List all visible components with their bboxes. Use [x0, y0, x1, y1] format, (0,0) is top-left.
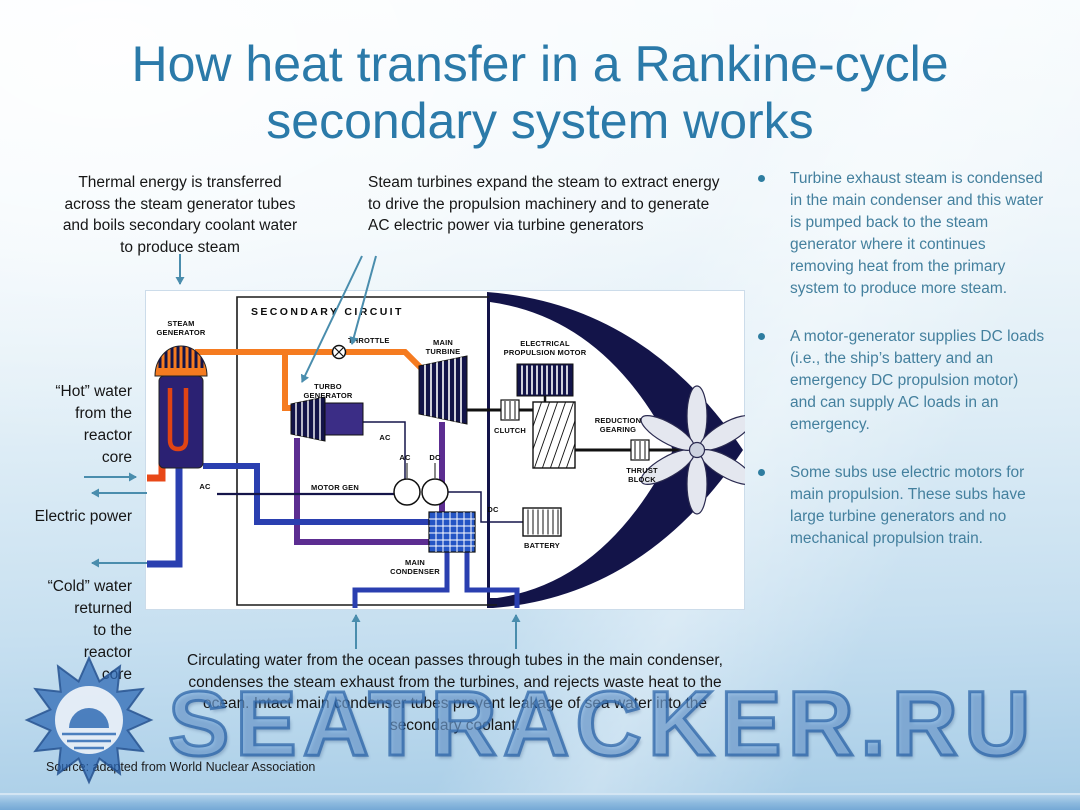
label-ac-left: AC [199, 482, 211, 491]
bullet-dot [758, 333, 765, 340]
label-motor-gen: MOTOR GEN [311, 483, 359, 492]
label-secondary-circuit: SECONDARY CIRCUIT [251, 306, 404, 318]
bullet-item-electric-subs: Some subs use electric motors for main p… [752, 462, 1048, 550]
bullet-item-motor-generator: A motor-generator supplies DC loads (i.e… [752, 326, 1048, 436]
turbo-generator-body [324, 402, 364, 436]
battery [522, 507, 562, 537]
label-thrust-block: THRUST [626, 466, 658, 475]
label-steam-generator: STEAM [167, 319, 194, 328]
dc-bus [448, 491, 523, 523]
label-steam-generator: GENERATOR [156, 328, 205, 337]
propeller [640, 385, 745, 515]
ac-machine [393, 478, 421, 506]
main-condenser [428, 511, 476, 553]
throttle-valve [331, 344, 347, 360]
label-turbo-generator: GENERATOR [303, 391, 352, 400]
watermark-text: SEATRACKER.RU [167, 672, 1037, 777]
steam-pipe-to-turbo-generator [282, 352, 292, 411]
bottom-edge-bar [0, 793, 1080, 810]
watermark-sun-logo [24, 655, 154, 785]
label-dc-bus: DC [487, 505, 499, 514]
callout-circulating-water: Circulating water from the ocean passes … [187, 652, 723, 735]
label-main-condenser: MAIN [405, 558, 425, 567]
label-ac-turbo: AC [379, 433, 391, 442]
steam-pipe-to-turbine [346, 349, 424, 371]
callout-steam-turbines: Steam turbines expand the steam to extra… [368, 174, 720, 235]
label-electrical-propulsion-motor: ELECTRICAL [520, 339, 570, 348]
turbo-generator [290, 396, 364, 442]
seawater-intake-pipe [352, 552, 450, 608]
bullet-list: Turbine exhaust steam is condensed in th… [752, 168, 1048, 576]
label-electrical-propulsion-motor: PROPULSION MOTOR [504, 348, 587, 357]
callout-thermal-energy: Thermal energy is transferred across the… [62, 174, 298, 257]
label-main-turbine: MAIN [433, 338, 453, 347]
shafts-and-buses [217, 396, 691, 523]
main-turbine [418, 355, 468, 425]
bullet-dot [758, 469, 765, 476]
bullet-dot [758, 175, 765, 182]
label-ac-motorgen: AC [399, 453, 411, 462]
label-throttle: THROTTLE [348, 336, 390, 345]
label-reduction-gearing: GEARING [600, 425, 636, 434]
bullet-text: Turbine exhaust steam is condensed in th… [790, 170, 1044, 297]
dc-machine [421, 478, 449, 506]
label-clutch: CLUTCH [494, 426, 526, 435]
label-main-condenser: CONDENSER [390, 567, 440, 576]
label-turbo-generator: TURBO [314, 382, 342, 391]
electrical-propulsion-motor [516, 363, 574, 397]
bullet-text: A motor-generator supplies DC loads (i.e… [790, 328, 1045, 433]
logo-sea-lines [62, 732, 116, 750]
label-battery: BATTERY [524, 541, 560, 550]
label-hot-water: “Hot” water from the reactor core [55, 383, 132, 466]
propeller-hub [688, 441, 706, 459]
bullet-item-condenser: Turbine exhaust steam is condensed in th… [752, 168, 1048, 300]
logo-sun [69, 708, 109, 728]
steam-generator-vessel [158, 375, 204, 469]
label-thrust-block: BLOCK [628, 475, 656, 484]
thrust-block [630, 439, 650, 461]
label-dc-motorgen: DC [429, 453, 441, 462]
label-electric-power: Electric power [34, 508, 132, 525]
reduction-gearing [532, 401, 576, 469]
ac-line-turbo-generator [363, 421, 406, 479]
primary-coil [167, 388, 189, 452]
label-cold-water: “Cold” water returned to the reactor cor… [47, 578, 132, 683]
steam-generator [154, 345, 208, 469]
propulsion-system-diagram: SECONDARY CIRCUIT STEAM GENERATOR THROTT… [145, 290, 745, 610]
seawater-discharge-pipe [464, 552, 520, 608]
motor-generator-set [393, 463, 449, 506]
cold-primary-pipe [147, 468, 183, 568]
clutch [500, 399, 520, 421]
exhaust-pipe-turbo-generator [294, 438, 429, 545]
slide-title: How heat transfer in a Rankine-cycle sec… [131, 36, 949, 149]
label-main-turbine: TURBINE [426, 347, 461, 356]
label-reduction-gearing: REDUCTION [595, 416, 641, 425]
bullet-text: Some subs use electric motors for main p… [790, 464, 1026, 547]
